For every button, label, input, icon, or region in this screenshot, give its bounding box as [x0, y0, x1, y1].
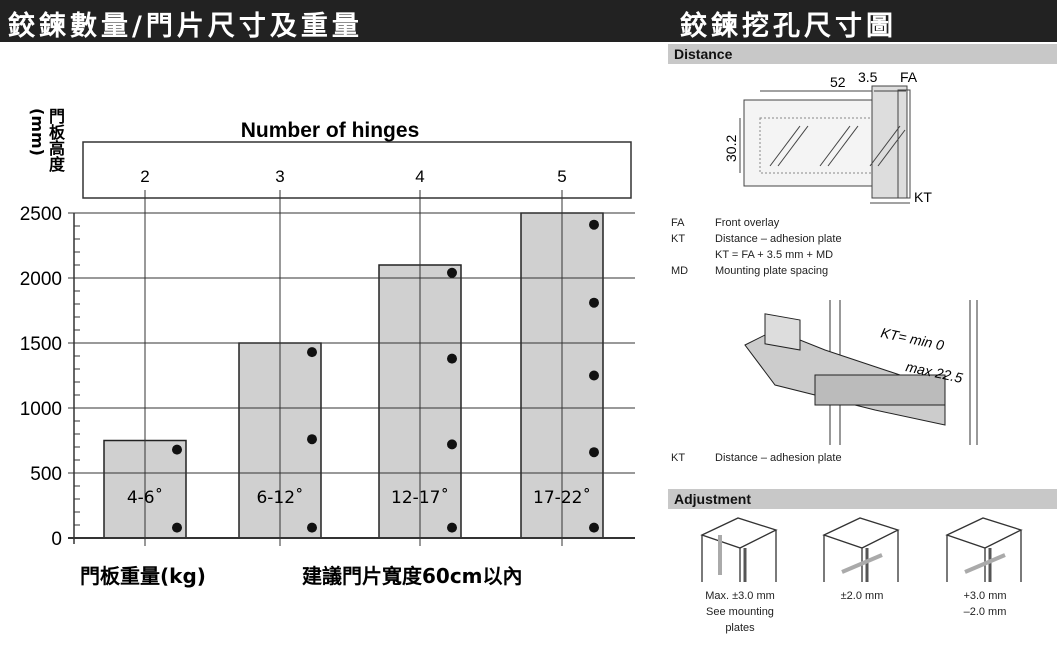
- left-title: 鉸鍊數量/門片尺寸及重量: [8, 11, 363, 42]
- dim-30-2: 30.2: [723, 135, 739, 162]
- legend-value: Front overlay: [715, 217, 780, 229]
- y-tick-label: 0: [51, 529, 62, 550]
- hinge-count-label: 5: [557, 167, 566, 186]
- y-tick-label: 2500: [20, 204, 62, 225]
- right-title: 鉸鍊挖孔尺寸圖: [680, 11, 897, 42]
- hinge-dot: [589, 522, 599, 533]
- hinge-dot: [172, 444, 182, 455]
- legend-value: KT = FA + 3.5 mm + MD: [715, 249, 834, 261]
- y-tick-label: 1500: [20, 334, 62, 355]
- hinge-count-label: 4: [415, 167, 424, 186]
- adjustment-heading: Adjustment: [668, 489, 1057, 509]
- distance-diagram: 52 3.5 FA 30.2 KT: [723, 69, 932, 205]
- cabinet-adjust-icon: [945, 517, 1023, 582]
- hinge-dot: [589, 297, 599, 308]
- legend2-value: Distance – adhesion plate: [715, 452, 842, 464]
- weight-range-label: 12-17˚: [391, 487, 449, 508]
- hinge-dot: [447, 353, 457, 364]
- dim-kt: KT: [914, 189, 932, 205]
- weight-range-label: 6-12˚: [256, 487, 303, 508]
- hinge-count-label: 3: [275, 167, 284, 186]
- hinge-dot: [447, 439, 457, 450]
- legend-value: Distance – adhesion plate: [715, 233, 842, 245]
- legend-key: FA: [671, 217, 685, 229]
- adjustment-caption: ±2.0 mm: [840, 590, 884, 602]
- y-tick-label: 500: [30, 464, 62, 485]
- hinge-count-box: [82, 141, 632, 199]
- hinge-illustration: KT= min 0 max 22.5: [744, 300, 978, 445]
- adjustment-caption: plates: [725, 622, 755, 634]
- y-tick-label: 1000: [20, 399, 62, 420]
- hinge-dot: [589, 370, 599, 381]
- hinge-chart: Number of hinges 0 500 1000 1500 2000 2500 2 4-6…: [20, 119, 635, 550]
- legend-key: MD: [671, 265, 689, 277]
- weight-range-label: 4-6˚: [127, 487, 163, 508]
- legend-value: Mounting plate spacing: [715, 265, 829, 277]
- hinge-dot: [589, 447, 599, 458]
- hinge-dot: [589, 219, 599, 230]
- kt-min: KT= min 0: [879, 324, 945, 353]
- cabinet-adjust-icon: [700, 517, 778, 582]
- adjustment-caption: –2.0 mm: [963, 606, 1007, 618]
- legend-key: KT: [671, 233, 686, 245]
- dim-52: 52: [830, 74, 846, 90]
- legend2-key: KT: [671, 452, 686, 464]
- y-tick-label: 2000: [20, 269, 62, 290]
- width-note: 建議門片寬度60cm以內: [302, 564, 523, 588]
- header-bar: 鉸鍊數量/門片尺寸及重量 鉸鍊挖孔尺寸圖: [0, 0, 1057, 42]
- y-axis-label: 門板高度(mm): [28, 108, 65, 172]
- adjustment-caption: Max. ±3.0 mm: [705, 590, 775, 602]
- hinge-dot: [307, 347, 317, 358]
- adjustment-caption: +3.0 mm: [963, 590, 1007, 602]
- hinge-dot: [172, 522, 182, 533]
- hinge-count-label: 2: [140, 167, 149, 186]
- dim-3-5: 3.5: [858, 69, 878, 85]
- hinge-dot: [447, 267, 457, 278]
- weight-range-label: 17-22˚: [533, 487, 591, 508]
- cabinet-adjust-icon: [822, 517, 900, 582]
- distance-heading: Distance: [668, 44, 1057, 64]
- adjustment-caption: See mounting: [706, 606, 774, 618]
- hinge-dot: [447, 522, 457, 533]
- dim-fa: FA: [900, 69, 918, 85]
- weight-label: 門板重量(kg): [80, 564, 206, 588]
- hinge-dot: [307, 522, 317, 533]
- chart-title: Number of hinges: [241, 119, 420, 142]
- hinge-dot: [307, 434, 317, 445]
